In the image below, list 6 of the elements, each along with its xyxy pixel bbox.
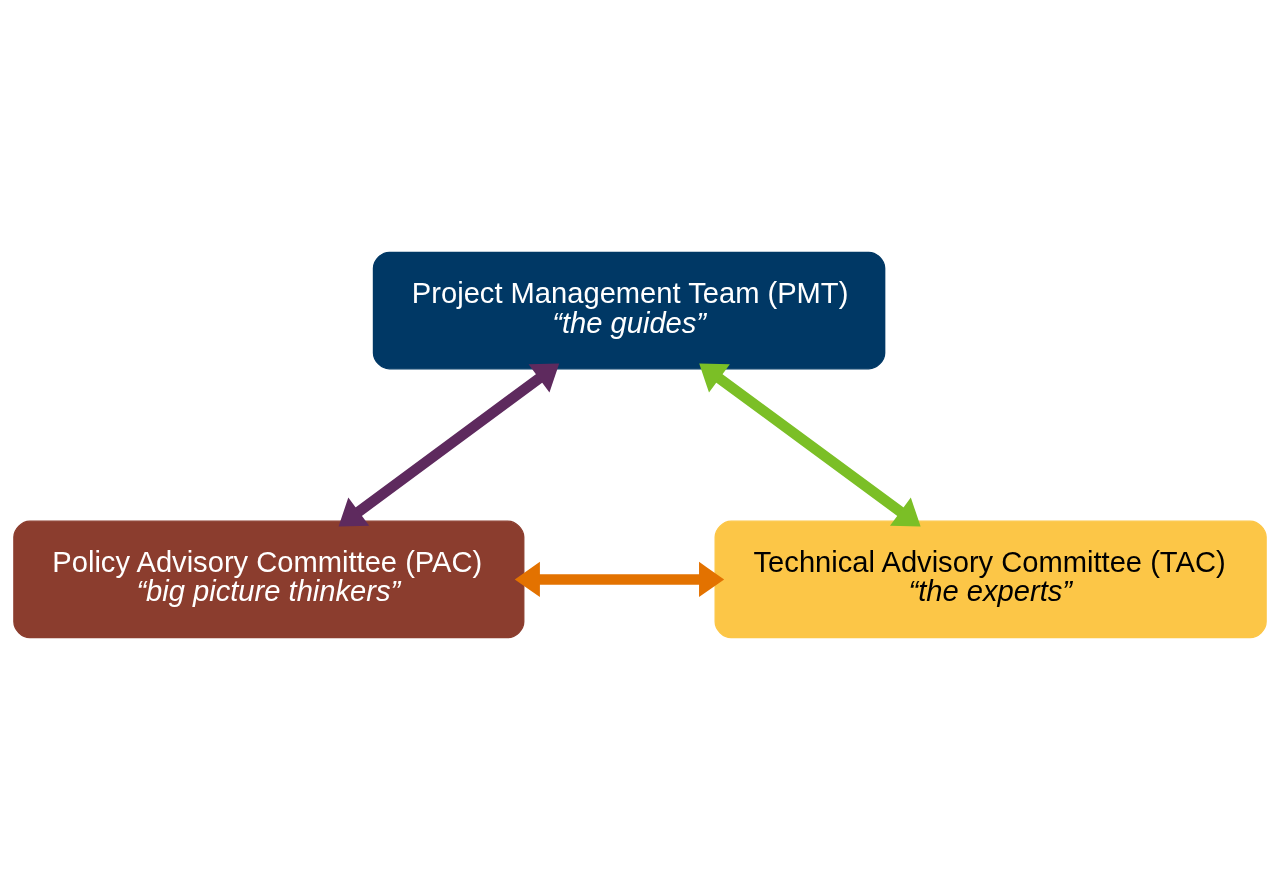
arrow xyxy=(514,561,725,597)
arrow xyxy=(699,363,921,527)
node-box: Project Management Team (PMT) “the guides” xyxy=(372,251,886,369)
node-box: Policy Advisory Committee (PAC) “big picture thinkers” xyxy=(13,520,525,638)
arrow xyxy=(338,363,560,527)
node-box: Technical Advisory Committee (TAC) “the experts” xyxy=(714,520,1267,638)
